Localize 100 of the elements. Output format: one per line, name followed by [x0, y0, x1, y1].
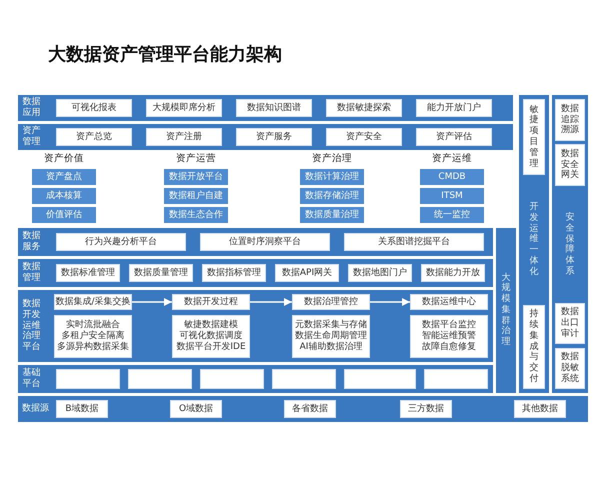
module-label: 持续集成与交付: [529, 309, 539, 385]
asset-label: 价值评估: [46, 210, 82, 220]
module-card: [56, 264, 120, 282]
module-label: 数据质量管理: [134, 268, 188, 278]
module-label: 数据追踪溯源: [560, 104, 580, 136]
module-label: 数据地图门户: [353, 268, 407, 278]
module-card: [292, 315, 370, 358]
layer-label: 资产管理: [22, 126, 41, 148]
module-card: [236, 128, 312, 146]
asset-label: 数据生态合作: [169, 210, 223, 220]
blank-tile: [200, 369, 264, 389]
list-item: 故障自愈修复: [422, 342, 476, 353]
asset-label: 数据存储治理: [305, 190, 359, 202]
module-card: [56, 400, 108, 418]
module-label: 数据脱敏系统: [560, 352, 580, 385]
module-label: 资产安全: [346, 132, 382, 142]
asset-label: 数据质量治理: [305, 210, 359, 220]
module-label: 数据运维中心: [422, 296, 476, 308]
module-card: [416, 99, 492, 117]
asset-label: 成本核算: [46, 190, 82, 202]
asset-label: 数据租户自建: [169, 190, 223, 202]
module-card: [523, 99, 545, 175]
module-label: 数据敏捷探索: [337, 102, 391, 114]
module-card: [344, 233, 484, 251]
layer-band: [18, 259, 493, 287]
module-card: [202, 264, 266, 282]
module-card: [275, 264, 339, 282]
asset-card: [420, 188, 484, 204]
arrow: [132, 298, 172, 306]
list-item: 数据平台开发IDE: [176, 342, 246, 353]
module-label: 关系图谱挖掘平台: [378, 236, 450, 248]
group-heading: 资产治理: [312, 153, 352, 164]
module-label: 数据知识图谱: [247, 102, 301, 114]
module-label: 资产服务: [256, 132, 292, 142]
column-label: 大规模集群治理: [501, 272, 511, 348]
list-item: 多租户安全隔离: [62, 331, 124, 342]
column-label: 开发运维一体化: [529, 202, 539, 278]
layer-band: [18, 124, 513, 150]
blank-tile: [344, 369, 416, 389]
module-card: [146, 99, 222, 117]
diagram-title: 大数据资产管理平台能力架构: [48, 43, 282, 66]
module-label: 数据治理管控: [304, 296, 358, 308]
module-card: [56, 128, 132, 146]
module-label: 三方数据: [408, 404, 444, 414]
list-item: 敏捷数据建模: [184, 320, 238, 330]
blank-tile: [272, 369, 336, 389]
module-card: [292, 294, 370, 310]
layer-label: 数据服务: [22, 231, 41, 253]
asset-card: [164, 188, 228, 204]
module-label: 资产总览: [76, 132, 112, 142]
layer-band: [18, 290, 493, 362]
module-card: [410, 315, 488, 358]
module-label: 数据API网关: [282, 268, 332, 278]
layer-band: [18, 228, 493, 256]
asset-label: 数据计算治理: [305, 172, 359, 182]
asset-card: [164, 207, 228, 223]
module-label: 数据出口审计: [560, 307, 580, 340]
module-label: 资产注册: [166, 132, 202, 142]
asset-card: [300, 169, 364, 185]
module-label: 可视化报表: [72, 102, 116, 114]
list-item: 智能运维预警: [422, 331, 476, 342]
blank-tile: [128, 369, 192, 389]
module-card: [284, 400, 336, 418]
layer-label: 数据管理: [22, 262, 41, 284]
arrow: [250, 298, 292, 306]
module-label: B域数据: [65, 404, 99, 414]
module-card: [56, 233, 186, 251]
layer-band: [18, 95, 513, 121]
group-heading: 资产价值: [44, 153, 84, 164]
module-card: [200, 233, 330, 251]
module-label: 敏捷项目管理: [529, 104, 539, 170]
module-card: [523, 305, 545, 389]
module-card: [514, 400, 566, 418]
column-label: 安全保障体系: [565, 212, 575, 278]
module-label: 能力开放门户: [427, 102, 481, 114]
module-label: 其他数据: [522, 404, 558, 414]
asset-label: 资产盘点: [46, 172, 82, 182]
asset-label: CMDB: [438, 172, 466, 182]
layer-label: 数据开发运维治理平台: [22, 299, 41, 353]
module-card: [326, 128, 402, 146]
group-heading: 资产运营: [176, 153, 216, 164]
module-label: 数据集成/采集交换: [55, 296, 131, 308]
module-card: [421, 264, 485, 282]
asset-label: ITSM: [441, 190, 463, 202]
module-label: 数据指标管理: [207, 268, 261, 278]
list-item: 数据平台监控: [422, 320, 476, 330]
module-card: [54, 315, 132, 358]
module-label: 数据开发过程: [184, 296, 238, 308]
module-card: [236, 99, 312, 117]
list-item: 实时流批融合: [66, 320, 120, 330]
asset-card: [32, 188, 96, 204]
layer-band: [18, 396, 588, 422]
layer-band: [18, 365, 493, 393]
module-card: [410, 294, 488, 310]
module-card: [170, 400, 222, 418]
asset-card: [300, 207, 364, 223]
asset-card: [420, 169, 484, 185]
module-card: [348, 264, 412, 282]
list-item: AI辅助数据治理: [300, 342, 362, 353]
asset-card: [300, 188, 364, 204]
